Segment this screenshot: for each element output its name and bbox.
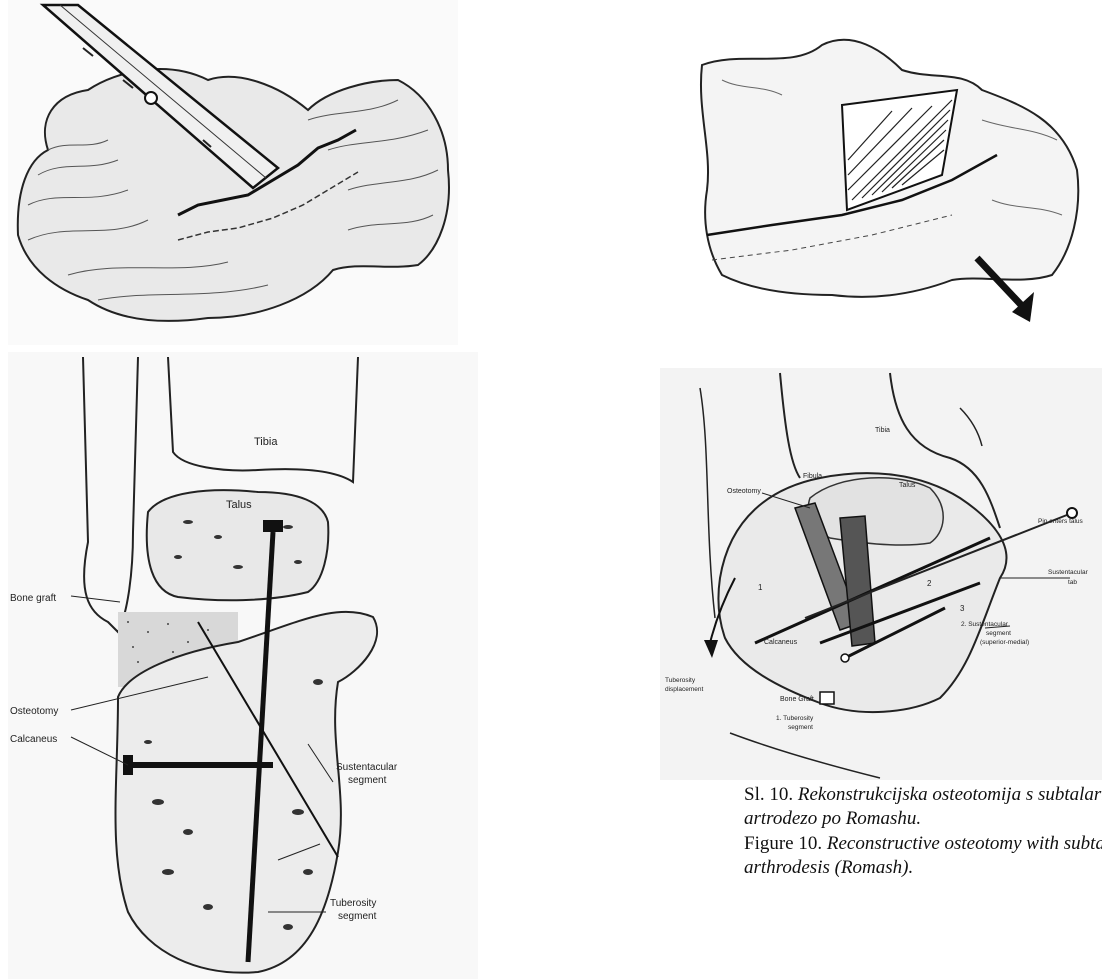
label-talus: Talus — [226, 499, 252, 511]
label-bone-graft: Bone Graft — [780, 696, 814, 703]
caption-hr-line1: Sl. 10. Rekonstrukcijska osteotomija s s… — [744, 783, 1102, 807]
caption-hr-text2: artrodezo po Romashu. — [744, 807, 1102, 831]
label-sustentacular-segment-2: segment — [348, 775, 387, 786]
figure-top-right-displacement — [652, 10, 1092, 340]
figure-bottom-right-medial-view: Tibia Fibula Talus Osteotomy Pin enters … — [660, 368, 1102, 780]
label-tibia: Tibia — [254, 436, 278, 448]
label-sustentacular-tab-1: Sustentacular — [1048, 569, 1089, 576]
figure-top-left-chisel-osteotomy — [8, 0, 458, 345]
label-tuberosity-displacement-1: Tuberosity — [665, 677, 696, 684]
caption-hr-text1: Rekonstrukcijska osteotomija s subtalarn… — [798, 784, 1102, 805]
label-osteotomy: Osteotomy — [10, 706, 58, 717]
label-num-3: 3 — [960, 604, 965, 613]
label-tibia: Tibia — [875, 427, 890, 434]
label-sustentacular-segment-1: Sustentacular — [336, 762, 398, 773]
label-sustentacular-tab-2: tab — [1068, 579, 1077, 586]
label-talus: Talus — [899, 482, 916, 489]
label-osteotomy: Osteotomy — [727, 488, 761, 495]
label-pin-enters-talus: Pin enters talus — [1038, 518, 1084, 525]
label-sust-segment-1: 2. Sustentacular — [961, 621, 1009, 628]
label-tuberosity-segment-1: 1. Tuberosity — [776, 715, 814, 722]
figure-bottom-left-frontal-section: Tibia Talus Bone graft Osteotomy Calcane… — [8, 352, 478, 979]
label-sust-segment-3: (superior-medial) — [980, 639, 1029, 646]
label-calcaneus: Calcaneus — [10, 734, 57, 745]
label-num-2: 2 — [927, 579, 932, 588]
caption-en-prefix: Figure 10. — [744, 833, 822, 854]
label-calcaneus: Calcaneus — [764, 639, 798, 646]
caption-en-text1: Reconstructive osteotomy with subtalar — [827, 833, 1102, 854]
caption-english: Figure 10. Reconstructive osteotomy with… — [744, 832, 1102, 880]
label-num-1: 1 — [758, 583, 763, 592]
label-tuberosity-segment-2: segment — [788, 724, 813, 731]
label-sust-segment-2: segment — [986, 630, 1011, 637]
label-tuberosity-segment-2: segment — [338, 911, 377, 922]
label-tuberosity-segment-1: Tuberosity — [330, 898, 376, 909]
caption-en-text2: arthrodesis (Romash). — [744, 856, 1102, 880]
label-tuberosity-displacement-2: displacement — [665, 686, 703, 693]
label-fibula: Fibula — [803, 473, 822, 480]
label-bone-graft: Bone graft — [10, 593, 56, 604]
caption-croatian: Sl. 10. Rekonstrukcijska osteotomija s s… — [744, 783, 1102, 831]
caption-hr-prefix: Sl. 10. — [744, 784, 793, 805]
caption-en-line1: Figure 10. Reconstructive osteotomy with… — [744, 832, 1102, 856]
